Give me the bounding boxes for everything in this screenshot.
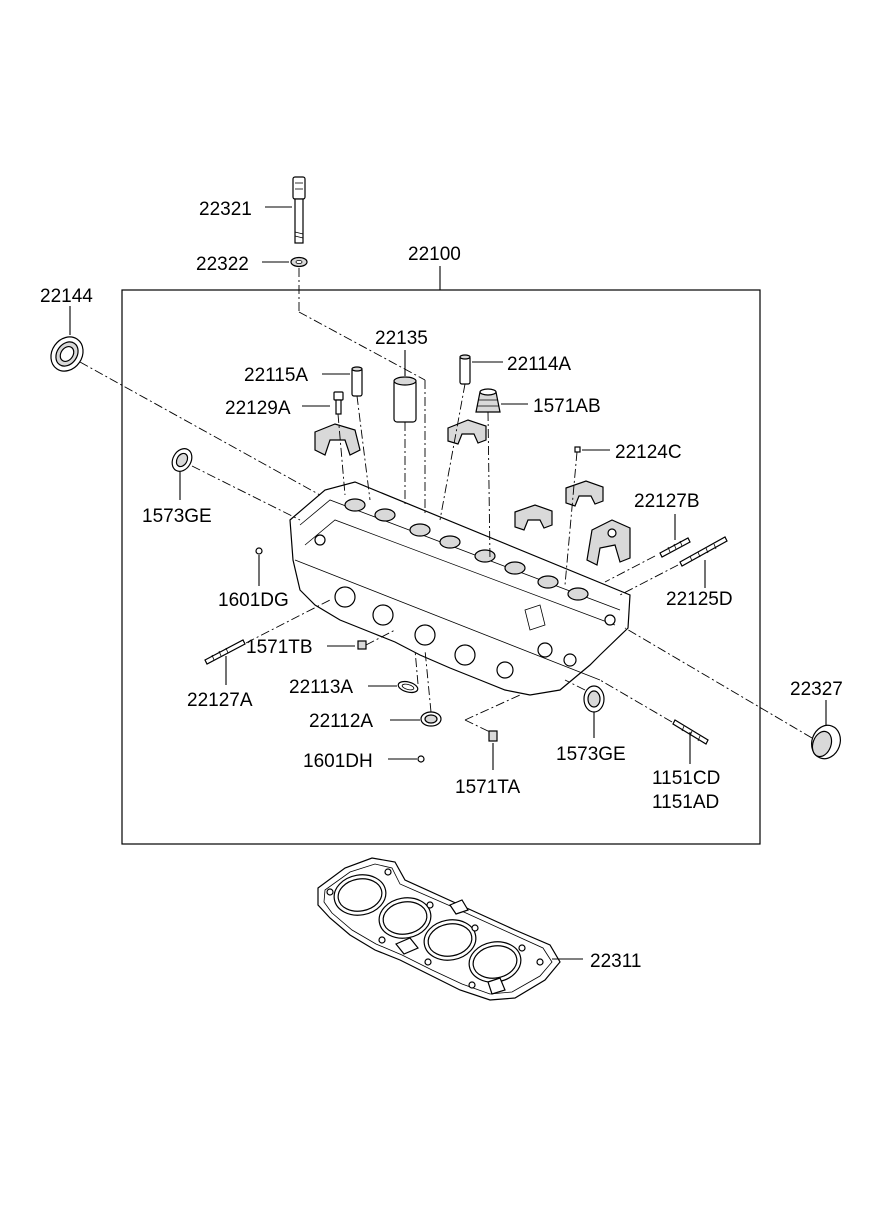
label-1571TA: 1571TA bbox=[455, 777, 520, 798]
label-22322: 22322 bbox=[196, 254, 249, 275]
washer-22322[interactable] bbox=[290, 256, 308, 268]
stud-22127B[interactable] bbox=[659, 537, 691, 558]
label-22124C: 22124C bbox=[615, 442, 682, 463]
label-22127B: 22127B bbox=[634, 491, 700, 512]
valve-guide-22115A[interactable] bbox=[351, 366, 363, 397]
label-22327: 22327 bbox=[790, 679, 843, 700]
cam-cap-3[interactable] bbox=[514, 504, 553, 531]
tappet-22135[interactable] bbox=[393, 376, 417, 423]
label-22311: 22311 bbox=[590, 951, 641, 972]
label-22115A: 22115A bbox=[244, 365, 308, 386]
label-22129A: 22129A bbox=[225, 398, 291, 419]
dowel-pin-22124C[interactable] bbox=[574, 446, 581, 453]
plug-1571AB[interactable] bbox=[475, 388, 501, 413]
label-1601DG: 1601DG bbox=[218, 590, 289, 611]
cam-cap-4[interactable] bbox=[565, 480, 604, 507]
plug-1601DG[interactable] bbox=[255, 547, 263, 555]
label-1573GE-left: 1573GE bbox=[142, 506, 212, 527]
assembly-frame-22100 bbox=[121, 289, 761, 845]
cam-cap-front[interactable] bbox=[586, 519, 631, 566]
label-1151AD: 1151AD bbox=[652, 792, 719, 813]
seal-1573GE-right[interactable] bbox=[583, 685, 605, 713]
label-22127A: 22127A bbox=[187, 690, 253, 711]
stud-22127A[interactable] bbox=[204, 639, 246, 665]
o-ring-22113A[interactable] bbox=[397, 680, 419, 695]
cam-cap-left[interactable] bbox=[314, 423, 361, 456]
label-22100: 22100 bbox=[408, 244, 461, 265]
head-bolt-22321[interactable] bbox=[292, 176, 306, 244]
label-22321: 22321 bbox=[199, 199, 252, 220]
label-1151CD: 1151CD bbox=[652, 768, 720, 789]
bolt-22129A[interactable] bbox=[333, 391, 344, 415]
label-1573GE-right: 1573GE bbox=[556, 744, 626, 765]
label-22125D: 22125D bbox=[666, 589, 733, 610]
head-gasket-22311[interactable] bbox=[317, 857, 561, 1001]
cylinder-head-body[interactable] bbox=[289, 481, 631, 696]
label-22113A: 22113A bbox=[289, 677, 353, 698]
plug-1601DH[interactable] bbox=[417, 755, 425, 763]
plug-1571TB[interactable] bbox=[357, 640, 367, 650]
seal-1573GE-left[interactable] bbox=[168, 445, 196, 475]
label-22135: 22135 bbox=[375, 328, 428, 349]
leader-dashes bbox=[79, 268, 813, 739]
oil-seal-22144[interactable] bbox=[44, 331, 89, 378]
label-1571AB: 1571AB bbox=[533, 396, 601, 417]
stud-22125D[interactable] bbox=[679, 536, 728, 567]
label-22112A: 22112A bbox=[309, 711, 373, 732]
seal-22112A[interactable] bbox=[420, 711, 442, 727]
plug-1571TA[interactable] bbox=[488, 730, 498, 742]
cap-22327[interactable] bbox=[807, 721, 845, 763]
label-22114A: 22114A bbox=[507, 354, 571, 375]
label-1571TB: 1571TB bbox=[246, 637, 313, 658]
label-22144: 22144 bbox=[40, 286, 93, 307]
cam-cap-2[interactable] bbox=[447, 419, 487, 445]
valve-guide-22114A[interactable] bbox=[459, 354, 471, 385]
label-1601DH: 1601DH bbox=[303, 751, 373, 772]
